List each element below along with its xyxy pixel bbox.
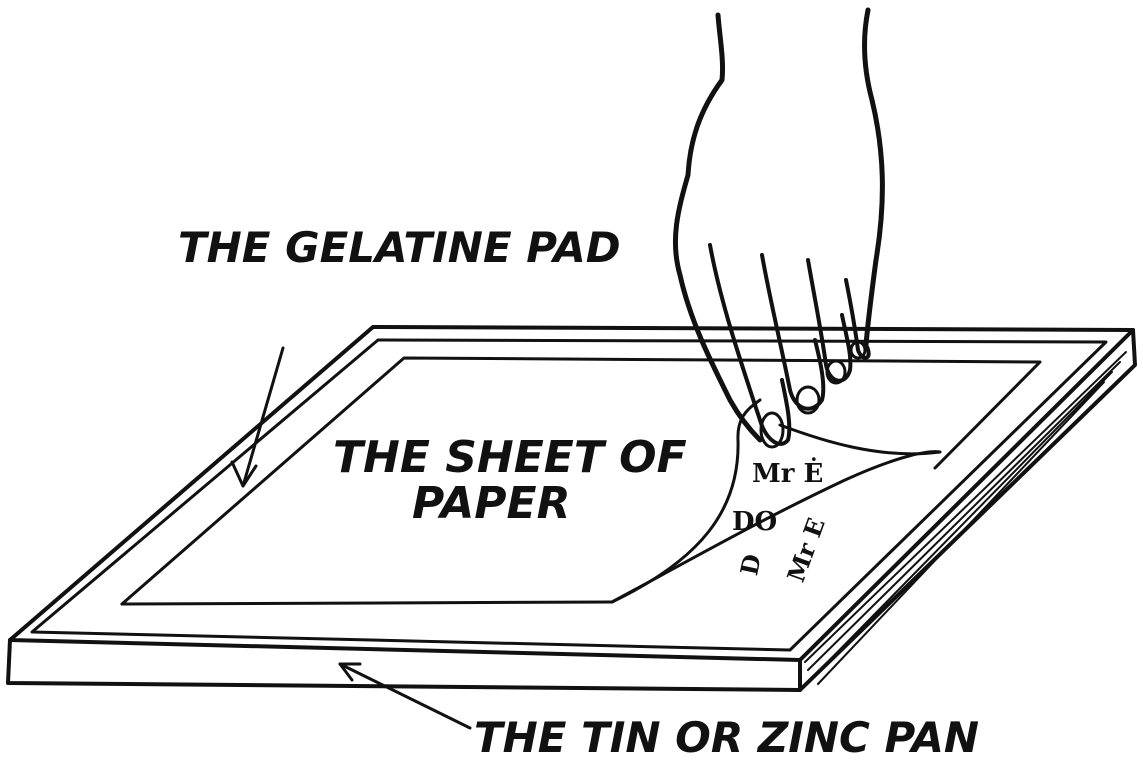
pan-side-stripes xyxy=(804,351,1127,685)
hand-left-contour xyxy=(672,12,763,443)
sheet-label-line2: PAPER xyxy=(412,478,570,529)
pan-label: THE TIN OR ZINC PAN xyxy=(474,713,979,762)
little-finger xyxy=(844,278,871,360)
pad-arrow-head xyxy=(230,460,258,488)
sheet-writing-mirrored: Mr E xyxy=(781,514,831,586)
hand xyxy=(672,7,885,449)
index-fingernail xyxy=(759,411,785,449)
tin-pan xyxy=(6,325,1137,692)
sheet-writing-do: DO xyxy=(732,507,777,537)
pad-arrow-shaft xyxy=(241,346,285,488)
pan-arrow-head xyxy=(338,662,362,682)
pan-inner-rim xyxy=(30,338,1108,652)
pad-edge xyxy=(120,356,1042,606)
pan-front-face xyxy=(6,638,802,692)
sheet-writing-mr: Mr Ė xyxy=(752,457,823,489)
gelatine-pad-label: THE GELATINE PAD xyxy=(178,223,621,272)
middle-fingernail xyxy=(795,385,821,415)
sheet-top-edge xyxy=(778,423,942,456)
pan-side-face xyxy=(798,328,1137,692)
sheet-writing-d: D xyxy=(734,552,767,578)
sheet-curl-edge xyxy=(610,398,762,604)
gelatine-pad xyxy=(120,356,1042,606)
pan-top-rim xyxy=(8,325,1135,662)
arrows xyxy=(230,346,472,730)
pan-arrow-shaft xyxy=(338,662,472,730)
ring-fingernail xyxy=(825,359,847,385)
sheet-label-line1: THE SHEET OF xyxy=(333,432,687,483)
hand-right-contour xyxy=(862,7,885,348)
pad-bottom-edge xyxy=(120,600,614,606)
ring-finger xyxy=(806,258,853,383)
little-fingernail xyxy=(849,340,867,360)
sheet-of-paper xyxy=(610,398,942,604)
middle-finger xyxy=(760,253,826,411)
